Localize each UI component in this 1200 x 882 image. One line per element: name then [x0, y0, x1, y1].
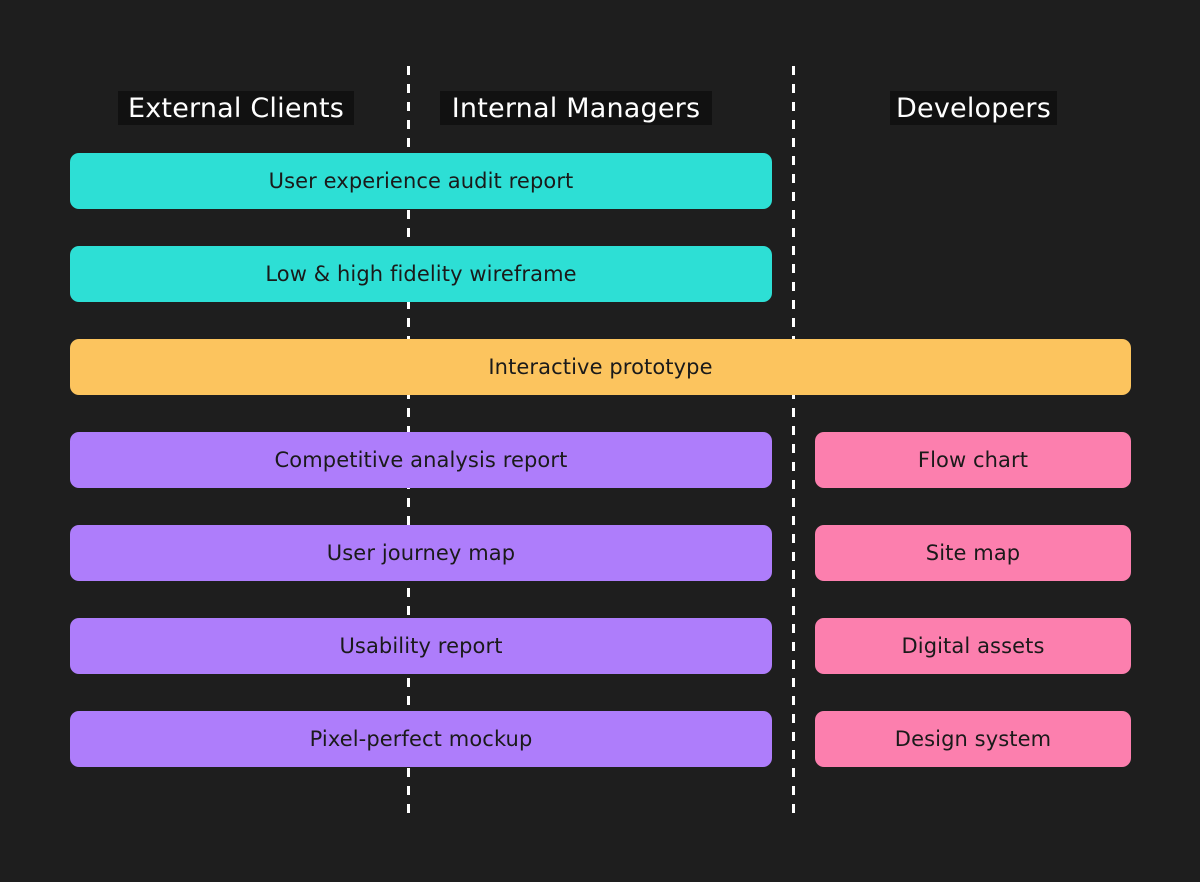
column-header-label: External Clients	[127, 92, 345, 124]
column-header-label: Internal Managers	[451, 92, 701, 124]
deliverable-bar-label: Flow chart	[917, 447, 1029, 472]
deliverable-bar-digital-assets[interactable]: Digital assets	[815, 618, 1131, 674]
divider-managers-developers	[792, 66, 795, 814]
deliverable-bar-interactive-prototype[interactable]: Interactive prototype	[70, 339, 1131, 395]
deliverable-bar-competitive-analysis-report[interactable]: Competitive analysis report	[70, 432, 772, 488]
deliverable-bar-usability-report[interactable]: Usability report	[70, 618, 772, 674]
deliverable-bar-low-high-fidelity-wireframe[interactable]: Low & high fidelity wireframe	[70, 246, 772, 302]
deliverable-bar-label: User experience audit report	[268, 168, 574, 193]
deliverable-bar-label: Low & high fidelity wireframe	[265, 261, 577, 286]
deliverable-bar-label: Site map	[925, 540, 1021, 565]
deliverable-bar-site-map[interactable]: Site map	[815, 525, 1131, 581]
deliverable-bar-label: User journey map	[326, 540, 516, 565]
deliverable-bar-user-experience-audit-report[interactable]: User experience audit report	[70, 153, 772, 209]
deliverable-bar-flow-chart[interactable]: Flow chart	[815, 432, 1131, 488]
deliverable-bar-design-system[interactable]: Design system	[815, 711, 1131, 767]
column-header-external-clients: External Clients	[118, 91, 354, 125]
deliverable-bar-label: Usability report	[339, 633, 503, 658]
deliverable-bar-label: Pixel-perfect mockup	[309, 726, 533, 751]
deliverable-bar-label: Competitive analysis report	[274, 447, 568, 472]
deliverable-bar-label: Design system	[894, 726, 1052, 751]
column-header-developers: Developers	[890, 91, 1057, 125]
column-header-label: Developers	[896, 92, 1051, 124]
column-header-internal-managers: Internal Managers	[440, 91, 712, 125]
deliverable-bar-label: Interactive prototype	[488, 354, 713, 379]
deliverable-bar-user-journey-map[interactable]: User journey map	[70, 525, 772, 581]
deliverable-bar-pixel-perfect-mockup[interactable]: Pixel-perfect mockup	[70, 711, 772, 767]
deliverable-bar-label: Digital assets	[901, 633, 1045, 658]
